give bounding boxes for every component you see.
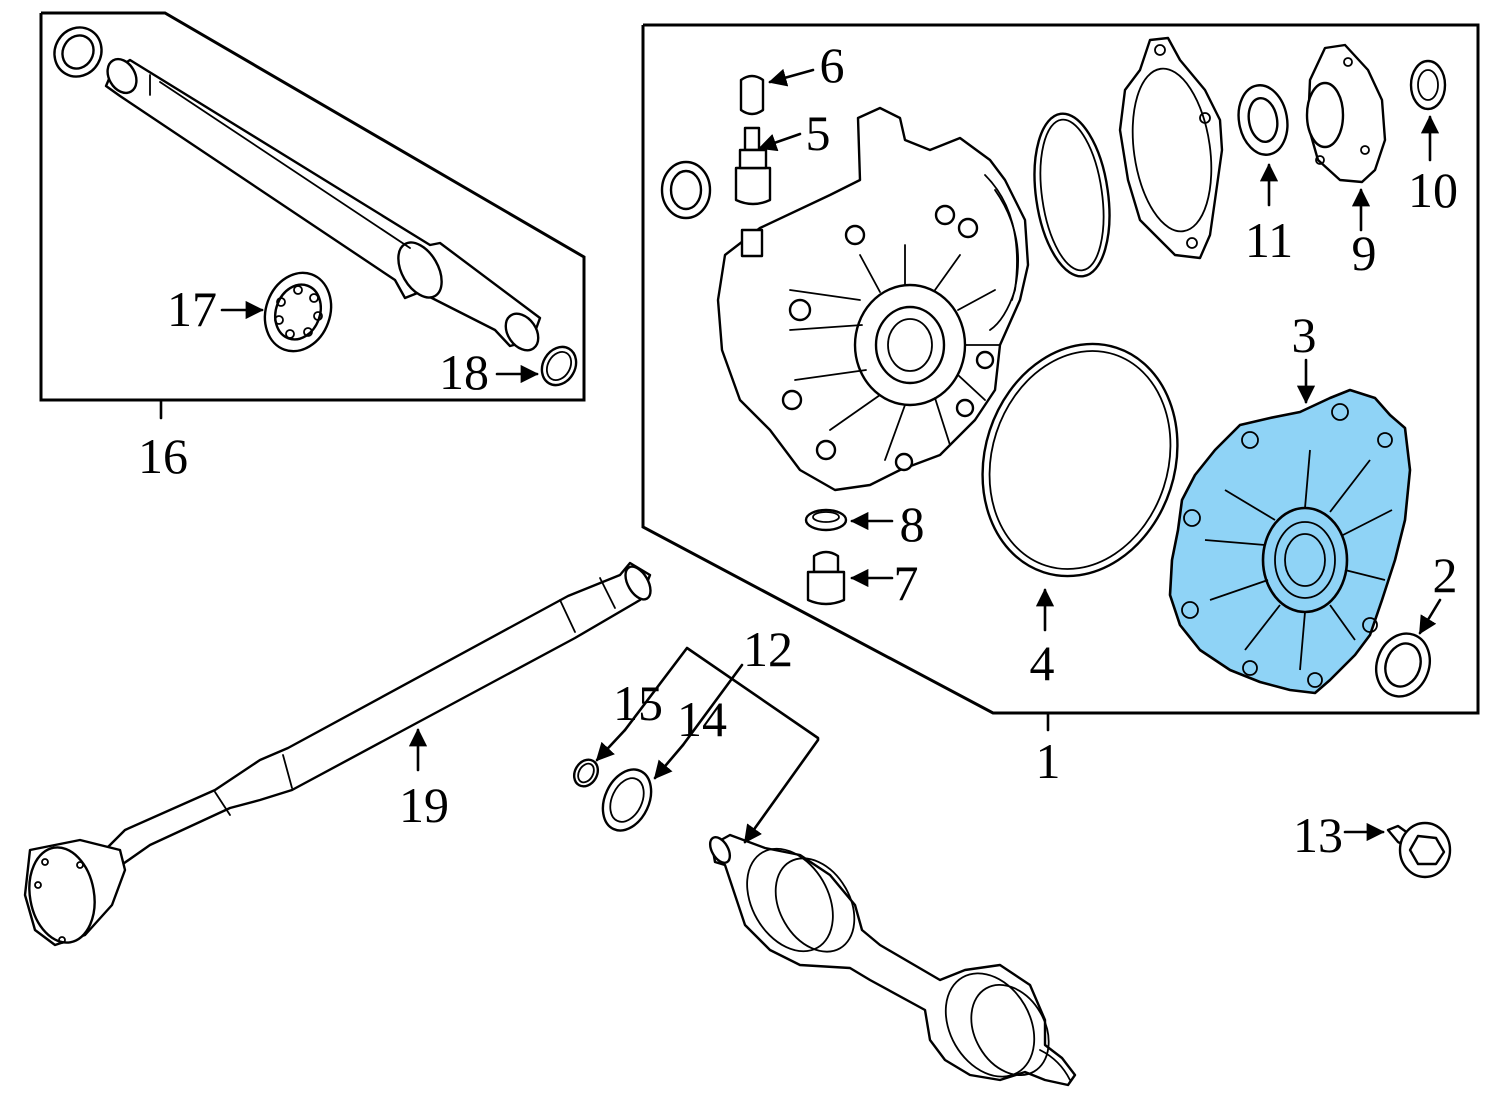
callout-11: 11: [1245, 212, 1293, 268]
group-box-1: [641, 23, 1480, 732]
callout-13: 13: [1293, 807, 1343, 863]
callout-16: 16: [138, 428, 188, 484]
callout-2: 2: [1433, 547, 1458, 603]
snap-ring-part-15[interactable]: [569, 755, 602, 790]
cap-part-6[interactable]: [739, 74, 765, 116]
intermediate-shaft-part[interactable]: [102, 54, 545, 357]
drive-shaft-part-19[interactable]: [22, 561, 656, 947]
gasket-part[interactable]: [1118, 36, 1224, 260]
washer-part-14[interactable]: [594, 762, 661, 839]
callout-9: 9: [1352, 225, 1377, 281]
leader-lines: [220, 68, 1442, 844]
o-ring-part-upper[interactable]: [1025, 109, 1119, 281]
snap-ring-part-18[interactable]: [535, 341, 583, 392]
callout-labels: 1 2 3 4 5 6 7 8 9 10 11 12 13 14 15 16 1…: [138, 37, 1458, 863]
plug-part-7[interactable]: [806, 550, 846, 606]
breather-part-5[interactable]: [734, 126, 772, 206]
cv-axle-part-12[interactable]: [706, 833, 1077, 1092]
callout-1: 1: [1036, 733, 1061, 789]
callout-5: 5: [806, 105, 831, 161]
callout-6: 6: [820, 37, 845, 93]
o-ring-part-4[interactable]: [953, 318, 1207, 601]
callout-10: 10: [1408, 162, 1458, 218]
callout-12: 12: [743, 621, 793, 677]
seal-part-11[interactable]: [1233, 81, 1292, 158]
callout-18: 18: [439, 344, 489, 400]
differential-housing-part[interactable]: [716, 106, 1030, 492]
seal-part-10[interactable]: [1409, 59, 1447, 111]
callout-4: 4: [1030, 635, 1055, 691]
seal-part[interactable]: [46, 19, 111, 85]
seal-part-2[interactable]: [1368, 626, 1439, 704]
callout-14: 14: [677, 691, 727, 747]
flange-part-9[interactable]: [1305, 43, 1387, 184]
callout-15: 15: [613, 675, 663, 731]
callout-7: 7: [894, 555, 919, 611]
callout-3: 3: [1292, 307, 1317, 363]
cover-part-3-highlighted[interactable]: [1168, 388, 1412, 695]
group-box-16: [39, 11, 586, 420]
washer-part-8[interactable]: [804, 508, 848, 532]
seal-part-housing-left[interactable]: [660, 160, 712, 220]
bearing-part-17[interactable]: [254, 263, 342, 360]
callout-19: 19: [399, 777, 449, 833]
callout-17: 17: [167, 281, 217, 337]
bolt-part-13[interactable]: [1386, 821, 1452, 879]
callout-8: 8: [900, 496, 925, 552]
